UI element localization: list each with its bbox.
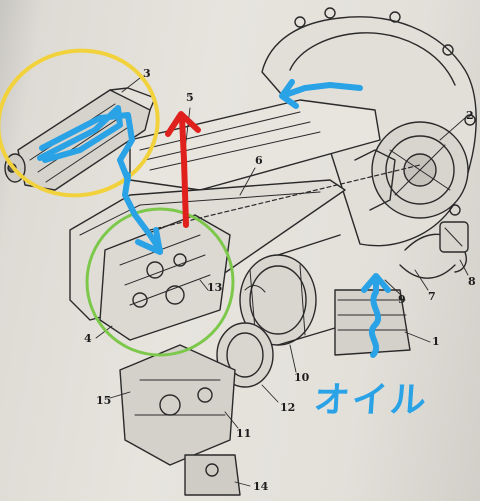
- callout-15: 15: [96, 394, 112, 407]
- blue-oil-squiggle: [368, 277, 382, 358]
- blue-flow-arrowhead-left: [279, 79, 299, 109]
- callout-2: 2: [466, 109, 474, 122]
- blue-flow-arrowhead-down: [135, 227, 163, 255]
- red-flow-arrowhead-up: [165, 111, 201, 137]
- bottom-pump: [184, 454, 241, 496]
- bracket-2: [354, 149, 396, 211]
- red-flow-arrow-up: [179, 115, 189, 228]
- callout-9: 9: [398, 293, 406, 306]
- oil-handwritten-label: オイル: [312, 380, 430, 421]
- callout-10: 10: [294, 371, 310, 384]
- valve-body-assembly: [99, 214, 236, 466]
- callout-8: 8: [468, 275, 476, 288]
- callout-1: 1: [432, 335, 440, 348]
- callout-6: 6: [255, 154, 263, 167]
- callout-4: 4: [84, 332, 92, 345]
- blue-flow-arrow-down: [122, 172, 163, 253]
- green-highlight-circle: [85, 207, 235, 357]
- callout-11: 11: [236, 427, 252, 440]
- callout-13: 13: [207, 281, 223, 294]
- blue-oil-arrowhead-up: [361, 273, 391, 293]
- valve-plate: [129, 99, 381, 191]
- blue-flow-arrow-left: [282, 82, 363, 98]
- callout-14: 14: [253, 480, 269, 493]
- clutch-drum: [239, 234, 346, 346]
- callout-5: 5: [186, 91, 194, 104]
- callout-12: 12: [280, 401, 296, 414]
- callout-3: 3: [143, 67, 151, 80]
- yellow-highlight-circle: [0, 48, 160, 198]
- callout-7: 7: [428, 290, 436, 303]
